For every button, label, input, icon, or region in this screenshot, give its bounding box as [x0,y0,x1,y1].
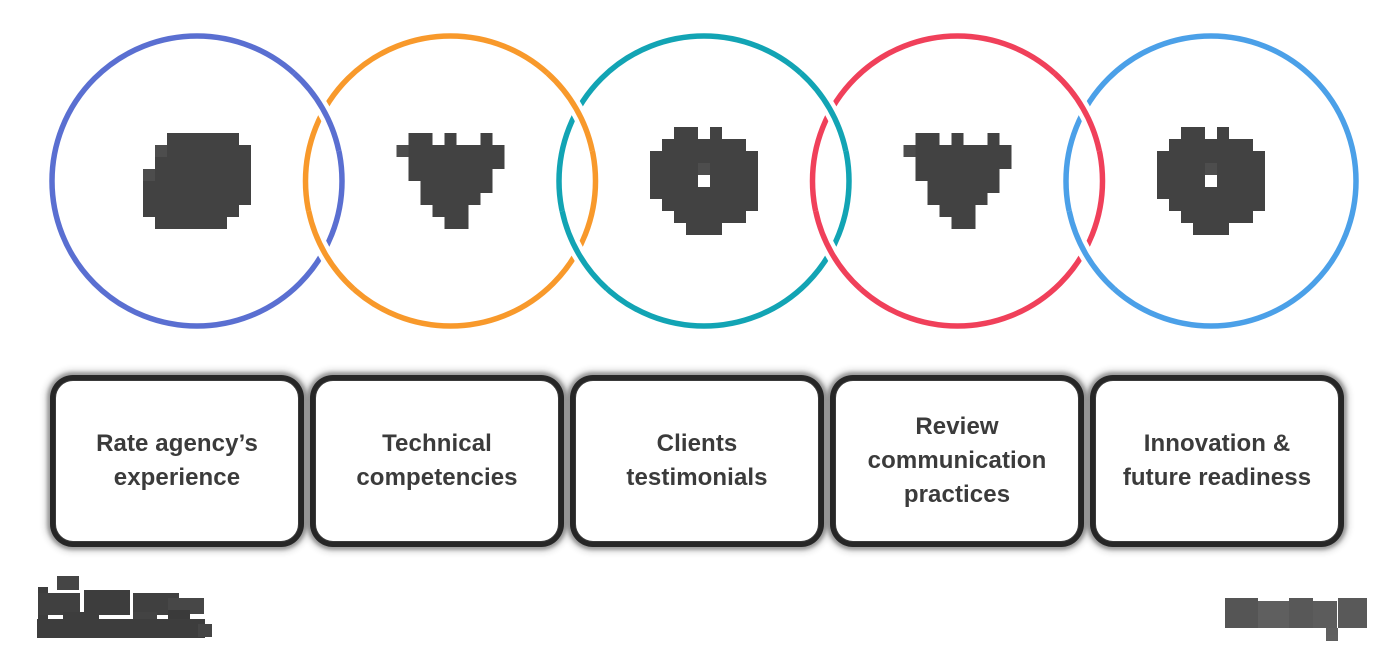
ring-weave-arc [1052,71,1102,152]
label-card-text: Review communication practices [867,413,1047,508]
ring-circle-5 [1063,33,1359,329]
ring-circle-1 [49,33,345,329]
ring-weave-arc [799,71,849,152]
label-card-innovation-future-readiness: Innovation & future readiness [1095,380,1339,542]
label-card-technical-competencies: Technical competencies [315,380,559,542]
label-card-text: Innovation & future readiness [1122,430,1312,491]
label-card-text: Technical competencies [356,430,518,491]
ring-weave-arc [545,71,595,152]
label-card-review-communication-practices: Review communication practices [835,380,1079,542]
crown-hands-pixelated-icon [903,133,1012,229]
crown-hands-pixelated-icon [396,133,505,229]
gear-pixelated-icon [650,127,758,235]
gear-pixelated-icon [1157,127,1265,235]
label-card-clients-testimonials: Clients testimonials [575,380,819,542]
person-badge-pixelated-icon [143,133,251,229]
ring-weave-arc [292,71,342,152]
label-card-text: Clients testimonials [626,430,768,491]
ring-weave-arc [813,210,863,291]
ring-weave-arc [1066,210,1116,291]
ring-weave-arc [306,210,356,291]
ring-weave-arc [559,210,609,291]
label-card-text: Rate agency’s experience [96,430,258,491]
label-card-rate-agencys-experience: Rate agency’s experience [55,380,299,542]
ring-circle-3 [556,33,852,329]
ring-circle-4 [809,33,1106,329]
label-cards-row: Rate agency’s experience Technical compe… [55,380,1339,542]
ring-circle-2 [302,33,599,329]
